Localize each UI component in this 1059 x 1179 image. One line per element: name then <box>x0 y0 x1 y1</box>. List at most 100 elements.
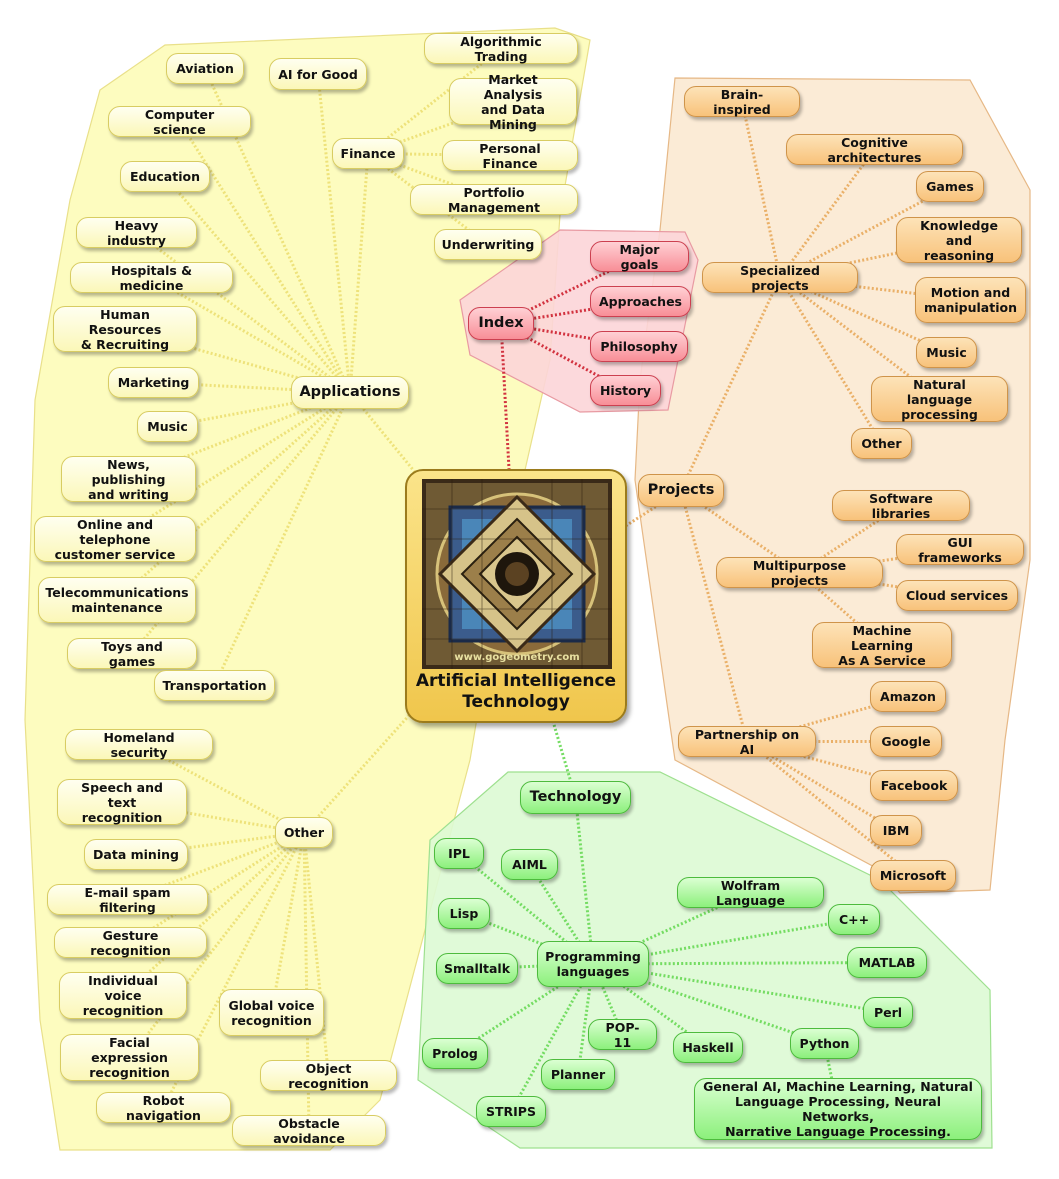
connector-projects-partnership-partner-ibm <box>746 740 897 832</box>
finance-personal[interactable]: Personal Finance <box>442 140 578 171</box>
specialized-games[interactable]: Games <box>916 171 984 202</box>
index-node[interactable]: Index <box>468 307 534 340</box>
lang-matlab[interactable]: MATLAB <box>847 947 927 978</box>
lang-aiml[interactable]: AIML <box>501 849 558 880</box>
multipurpose-mlaas[interactable]: Machine Learning As A Service <box>812 622 952 668</box>
lang-strips[interactable]: STRIPS <box>476 1096 546 1127</box>
app-news-publishing[interactable]: News, publishing and writing <box>61 456 196 502</box>
index-approaches[interactable]: Approaches <box>590 286 691 317</box>
app-heavy-industry[interactable]: Heavy industry <box>76 217 197 248</box>
connector-central-topic-other-node <box>302 594 518 834</box>
multipurpose-software[interactable]: Software libraries <box>832 490 970 521</box>
multipurpose-gui[interactable]: GUI frameworks <box>896 534 1024 565</box>
other-object-recognition[interactable]: Object recognition <box>260 1060 397 1091</box>
app-telecommunications[interactable]: Telecommunications maintenance <box>38 577 196 623</box>
technology-node[interactable]: Technology <box>520 781 631 814</box>
multipurpose-cloud[interactable]: Cloud services <box>896 580 1018 611</box>
partner-amazon[interactable]: Amazon <box>870 681 946 712</box>
lang-perl[interactable]: Perl <box>863 997 913 1028</box>
lang-planner[interactable]: Planner <box>541 1059 615 1090</box>
other-node[interactable]: Other <box>275 817 333 848</box>
finance-portfolio[interactable]: Portfolio Management <box>410 184 578 215</box>
lang-python[interactable]: Python <box>790 1028 859 1059</box>
finance-underwriting[interactable]: Underwriting <box>434 229 542 260</box>
app-marketing[interactable]: Marketing <box>108 367 199 398</box>
connector-other-node-other-individual-voice <box>121 831 306 997</box>
connector-central-topic-index-node <box>499 323 518 597</box>
lang-smalltalk[interactable]: Smalltalk <box>436 953 518 984</box>
connector-projects-specialized-specialized-brain-inspired <box>740 101 782 278</box>
app-music[interactable]: Music <box>137 411 198 442</box>
app-human-resources[interactable]: Human Resources & Recruiting <box>53 306 197 352</box>
connector-tech-programming-languages-lang-matlab <box>592 961 888 966</box>
connector-tech-programming-languages-lang-python <box>592 962 825 1045</box>
app-computer-science[interactable]: Computer science <box>108 106 251 137</box>
connector-other-node-other-object-recognition <box>302 832 330 1076</box>
connector-finance-node-finance-algorithmic-trading <box>367 47 502 155</box>
connector-other-node-other-data-mining <box>135 831 305 856</box>
connector-applications-node-app-education <box>163 175 352 394</box>
finance-market-analysis[interactable]: Market Analysis and Data Mining <box>449 72 577 132</box>
finance-node[interactable]: Finance <box>332 138 404 169</box>
specialized-nlp[interactable]: Natural language processing <box>871 376 1008 422</box>
connector-applications-node-app-transportation <box>213 391 352 687</box>
specialized-music[interactable]: Music <box>916 337 977 368</box>
connector-projects-specialized-specialized-games <box>779 185 951 279</box>
lang-lisp[interactable]: Lisp <box>438 898 490 929</box>
lang-wolfram[interactable]: Wolfram Language <box>677 877 824 908</box>
connector-tech-programming-languages-lang-perl <box>592 962 889 1014</box>
partner-google[interactable]: Google <box>870 726 942 757</box>
app-ai-for-good[interactable]: AI for Good <box>269 58 367 90</box>
app-toys-games[interactable]: Toys and games <box>67 638 197 669</box>
other-facial-expression[interactable]: Facial expression recognition <box>60 1034 199 1081</box>
specialized-knowledge[interactable]: Knowledge and reasoning <box>896 217 1022 263</box>
central-topic-title: Artificial Intelligence Technology <box>415 671 617 712</box>
index-major-goals[interactable]: Major goals <box>590 241 689 272</box>
lang-haskell[interactable]: Haskell <box>673 1032 743 1063</box>
specialized-other[interactable]: Other <box>851 428 912 459</box>
applications-node[interactable]: Applications <box>291 376 409 409</box>
lang-ipl[interactable]: IPL <box>434 838 484 869</box>
finance-algorithmic-trading[interactable]: Algorithmic Trading <box>424 33 578 64</box>
app-education[interactable]: Education <box>120 161 210 192</box>
projects-partnership[interactable]: Partnership on AI <box>678 726 816 757</box>
connector-other-node-other-global-voice <box>270 832 306 1013</box>
projects-specialized[interactable]: Specialized projects <box>702 262 858 293</box>
projects-multipurpose[interactable]: Multipurpose projects <box>716 557 883 588</box>
central-topic[interactable]: www.gogeometry.com Artificial Intelligen… <box>405 469 627 723</box>
other-email-spam[interactable]: E-mail spam filtering <box>47 884 208 915</box>
app-aviation[interactable]: Aviation <box>166 53 244 84</box>
partner-facebook[interactable]: Facebook <box>870 770 958 801</box>
other-individual-voice[interactable]: Individual voice recognition <box>59 972 187 1019</box>
other-global-voice[interactable]: Global voice recognition <box>219 989 324 1036</box>
app-transportation[interactable]: Transportation <box>154 670 275 701</box>
specialized-brain-inspired[interactable]: Brain-inspired <box>684 86 800 117</box>
connector-tech-programming-languages-lang-strips <box>509 963 595 1113</box>
partner-ibm[interactable]: IBM <box>870 815 922 846</box>
python-uses[interactable]: General AI, Machine Learning, Natural La… <box>694 1078 982 1140</box>
lang-prolog[interactable]: Prolog <box>422 1038 488 1069</box>
other-gesture[interactable]: Gesture recognition <box>54 927 207 958</box>
other-robot-navigation[interactable]: Robot navigation <box>96 1092 231 1123</box>
specialized-motion[interactable]: Motion and manipulation <box>915 277 1026 323</box>
specialized-cognitive[interactable]: Cognitive architectures <box>786 134 963 165</box>
connector-applications-node-app-ai-for-good <box>316 73 352 393</box>
lang-cpp[interactable]: C++ <box>828 904 880 935</box>
connector-other-node-other-gesture <box>129 831 305 944</box>
connector-technology-node-tech-programming-languages <box>574 797 595 965</box>
projects-node[interactable]: Projects <box>638 474 724 507</box>
partner-microsoft[interactable]: Microsoft <box>870 860 956 891</box>
connector-projects-specialized-specialized-cognitive <box>778 148 876 279</box>
app-online-telephone[interactable]: Online and telephone customer service <box>34 516 196 562</box>
other-data-mining[interactable]: Data mining <box>84 839 188 870</box>
other-obstacle-avoidance[interactable]: Obstacle avoidance <box>232 1115 386 1146</box>
lang-pop11[interactable]: POP-11 <box>588 1019 657 1050</box>
other-speech-text[interactable]: Speech and text recognition <box>57 779 187 825</box>
index-history[interactable]: History <box>590 375 661 406</box>
other-homeland-security[interactable]: Homeland security <box>65 729 213 760</box>
connector-projects-partnership-partner-microsoft <box>746 740 914 877</box>
app-hospitals-medicine[interactable]: Hospitals & medicine <box>70 262 233 293</box>
tech-programming-languages[interactable]: Programming languages <box>537 941 649 987</box>
index-philosophy[interactable]: Philosophy <box>590 331 688 362</box>
